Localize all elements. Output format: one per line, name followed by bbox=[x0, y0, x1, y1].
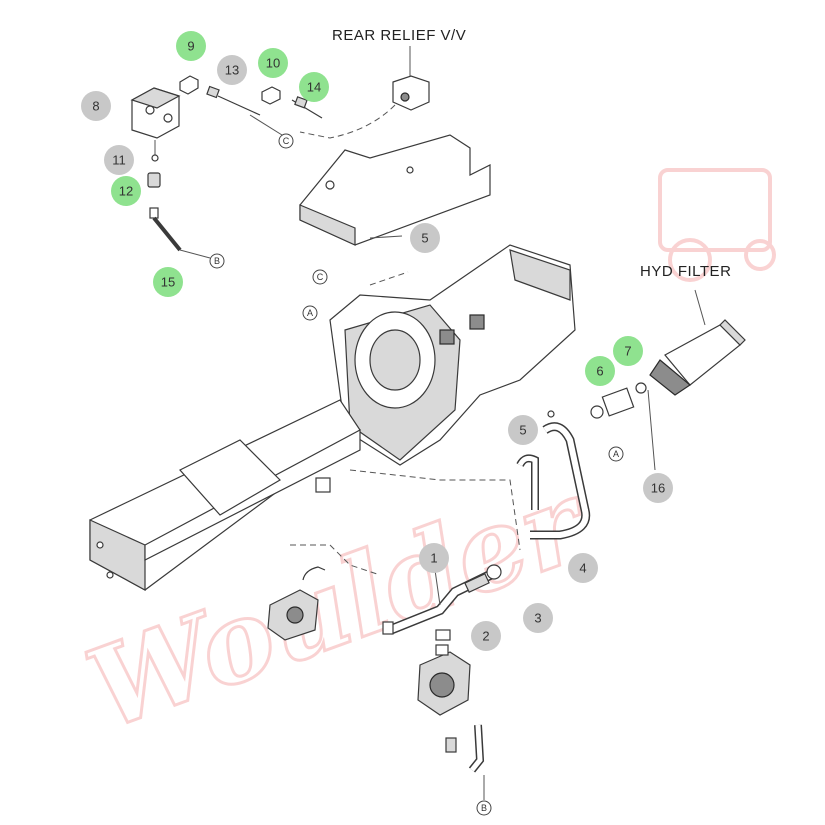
callout-circle bbox=[81, 91, 111, 121]
hyd-filter-label: HYD FILTER bbox=[640, 263, 731, 280]
callout-number: 1 bbox=[430, 551, 437, 566]
callout-15: 15 bbox=[153, 267, 183, 297]
callout-number: 9 bbox=[187, 39, 194, 54]
callout-circle bbox=[568, 553, 598, 583]
callout-number: 10 bbox=[266, 56, 280, 71]
callout-11: 11 bbox=[104, 145, 134, 175]
ref-marker-b-bottom: B bbox=[476, 800, 492, 816]
valve-block bbox=[130, 87, 181, 160]
callout-3: 3 bbox=[523, 603, 553, 633]
ref-marker-a-left: A bbox=[302, 305, 318, 321]
callout-number: 7 bbox=[624, 344, 631, 359]
callout-7: 7 bbox=[613, 336, 643, 366]
ref-marker-b-left: B bbox=[209, 253, 225, 269]
callout-circle bbox=[258, 48, 288, 78]
transmission-housing bbox=[329, 244, 576, 466]
callout-number: 13 bbox=[225, 63, 239, 78]
suction-pipe bbox=[382, 564, 502, 641]
main-pump bbox=[417, 644, 471, 716]
callout-16: 16 bbox=[643, 473, 673, 503]
hydraulic-filter bbox=[590, 289, 746, 471]
callout-number: 3 bbox=[534, 611, 541, 626]
svg-text:C: C bbox=[317, 272, 324, 282]
callout-circle bbox=[104, 145, 134, 175]
rear-relief-label: REAR RELIEF V/V bbox=[332, 27, 466, 44]
support-bracket bbox=[299, 134, 491, 246]
left-fittings bbox=[147, 154, 211, 259]
svg-text:B: B bbox=[481, 803, 487, 813]
callout-number: 6 bbox=[596, 364, 603, 379]
callout-circle bbox=[410, 223, 440, 253]
svg-text:C: C bbox=[283, 136, 290, 146]
callout-circle bbox=[419, 543, 449, 573]
callout-4: 4 bbox=[568, 553, 598, 583]
callout-circle bbox=[643, 473, 673, 503]
callout-number: 5 bbox=[519, 423, 526, 438]
callout-number: 15 bbox=[161, 275, 175, 290]
ref-markers: C B C A A B bbox=[209, 133, 624, 816]
callout-circle bbox=[299, 72, 329, 102]
callout-5: 5 bbox=[410, 223, 440, 253]
callout-14: 14 bbox=[299, 72, 329, 102]
callout-circle bbox=[111, 176, 141, 206]
callout-circle bbox=[471, 621, 501, 651]
callout-number: 2 bbox=[482, 629, 489, 644]
callout-13: 13 bbox=[217, 55, 247, 85]
callout-2: 2 bbox=[471, 621, 501, 651]
callout-number: 5 bbox=[421, 231, 428, 246]
callout-circle bbox=[508, 415, 538, 445]
callout-8: 8 bbox=[81, 91, 111, 121]
ref-marker-c-mid: C bbox=[312, 269, 328, 285]
svg-text:A: A bbox=[307, 308, 313, 318]
callout-number: 8 bbox=[92, 99, 99, 114]
callout-circle bbox=[153, 267, 183, 297]
rear-relief-valve bbox=[299, 46, 430, 139]
callout-circle bbox=[585, 356, 615, 386]
callout-6: 6 bbox=[585, 356, 615, 386]
callout-circle bbox=[217, 55, 247, 85]
callout-circle bbox=[613, 336, 643, 366]
bottom-fitting bbox=[445, 724, 485, 800]
left-pump bbox=[267, 566, 326, 641]
callout-number: 16 bbox=[651, 481, 665, 496]
callout-circle bbox=[523, 603, 553, 633]
ref-marker-c-top: C bbox=[278, 133, 294, 149]
svg-text:A: A bbox=[613, 449, 619, 459]
callout-12: 12 bbox=[111, 176, 141, 206]
callout-5: 5 bbox=[508, 415, 538, 445]
callout-1: 1 bbox=[419, 543, 449, 573]
top-fittings bbox=[179, 75, 323, 136]
callout-9: 9 bbox=[176, 31, 206, 61]
return-pipe bbox=[516, 410, 591, 540]
callout-circle bbox=[176, 31, 206, 61]
callout-number: 11 bbox=[112, 153, 126, 168]
callout-10: 10 bbox=[258, 48, 288, 78]
callout-number: 14 bbox=[307, 80, 321, 95]
svg-text:B: B bbox=[214, 256, 220, 266]
chassis-frame bbox=[89, 399, 521, 592]
ref-marker-a-right: A bbox=[608, 446, 624, 462]
callout-number: 4 bbox=[579, 561, 586, 576]
callout-number: 12 bbox=[119, 184, 133, 199]
